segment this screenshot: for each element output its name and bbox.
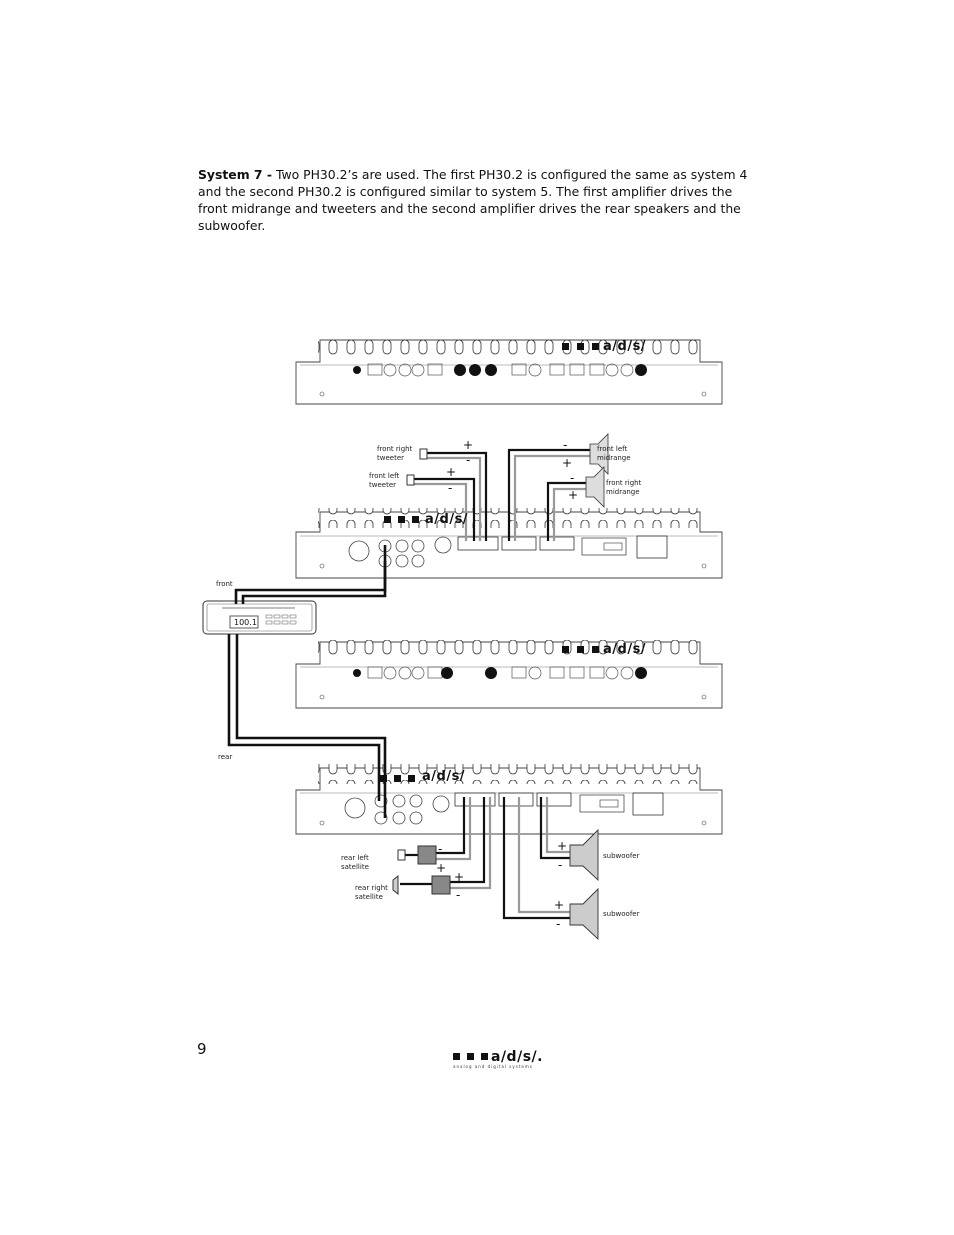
front-left-tweeter-speaker [406, 474, 415, 486]
subwoofer-wires [502, 797, 570, 920]
polarity-minus: - [558, 858, 562, 872]
amplifier-1-control-panel [295, 336, 723, 405]
polarity-plus: + [554, 898, 564, 912]
intro-body: Two PH30.2’s are used. The first PH30.2 … [198, 167, 748, 233]
front-tweeter-wires [414, 451, 488, 541]
polarity-plus: + [562, 456, 572, 470]
footer-logo-squares [453, 1053, 488, 1060]
amp1-brand-logo: a/d/s/ [603, 339, 647, 354]
polarity-minus: - [570, 471, 574, 485]
amplifier-2-connection-panel [295, 764, 723, 835]
intro-paragraph: System 7 - Two PH30.2’s are used. The fi… [198, 166, 763, 234]
polarity-minus: - [466, 453, 470, 467]
head-unit-display: 100.1 [234, 618, 257, 627]
front-left-midrange-speaker [589, 433, 609, 475]
polarity-plus: + [463, 438, 473, 452]
amp2-connection-brand-logo: a/d/s/ [422, 769, 466, 784]
polarity-minus: - [438, 842, 442, 856]
page-number: 9 [197, 1040, 207, 1058]
polarity-minus: - [556, 917, 560, 931]
rear-rca-cables [227, 634, 387, 818]
rear-left-satellite-speaker [397, 845, 437, 865]
footer-brand-logo: a/d/s/. [491, 1049, 543, 1065]
front-midrange-wires [507, 448, 590, 541]
footer-brand-tagline: analog and digital systems [453, 1064, 533, 1069]
label-rear: rear [218, 753, 233, 761]
polarity-minus: - [563, 438, 567, 452]
head-unit [202, 600, 317, 635]
polarity-plus: + [446, 465, 456, 479]
polarity-minus: - [448, 481, 452, 495]
front-right-midrange-speaker [585, 466, 605, 508]
polarity-plus: + [454, 870, 464, 884]
rear-satellite-wires [400, 797, 492, 890]
label-subwoofer-2: subwoofer [603, 910, 640, 918]
label-front: front [216, 580, 233, 588]
subwoofer-1-speaker [569, 828, 599, 882]
subwoofer-2-speaker [569, 887, 599, 941]
polarity-plus: + [568, 488, 578, 502]
polarity-plus: + [557, 839, 567, 853]
amplifier-2-control-panel [295, 638, 723, 709]
polarity-minus: - [456, 888, 460, 902]
polarity-plus: + [436, 861, 446, 875]
amp1-connection-brand-logo: a/d/s/ [425, 512, 469, 527]
amp2-brand-logo: a/d/s/ [603, 642, 647, 657]
rear-right-satellite-speaker [392, 874, 451, 896]
front-rca-cables [234, 545, 387, 604]
label-subwoofer-1: subwoofer [603, 852, 640, 860]
intro-lead: System 7 - [198, 167, 273, 182]
front-right-tweeter-speaker [419, 448, 428, 460]
